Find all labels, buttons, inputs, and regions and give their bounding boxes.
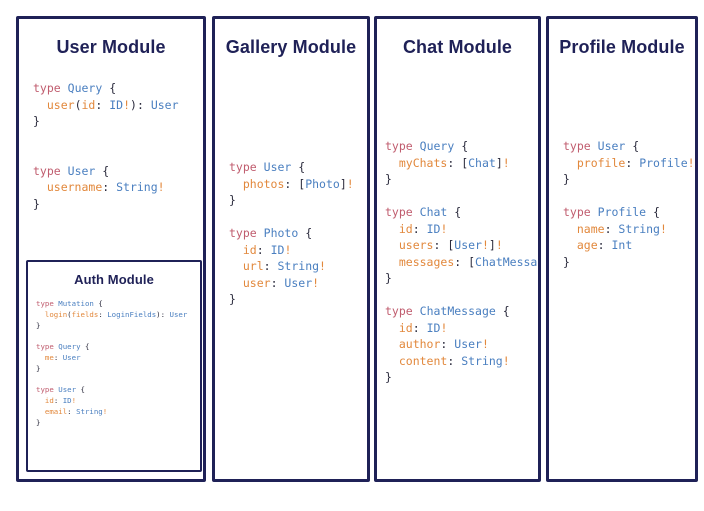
panel-gallery-module[interactable]: Gallery Module type User { photos: [Phot…	[212, 16, 370, 482]
code-block-chat-module: type Query { myChats: [Chat]! } type Cha…	[385, 139, 538, 384]
code-block-profile-module: type User { profile: Profile! } type Pro…	[563, 139, 695, 269]
panel-title-user-module: User Module	[56, 37, 166, 57]
panel-title-profile-module: Profile Module	[559, 37, 685, 57]
panel-title-chat-module: Chat Module	[402, 37, 513, 57]
panel-chat-module[interactable]: Chat Module type Query { myChats: [Chat]…	[374, 16, 541, 482]
panel-auth-module[interactable]: Auth Module type Mutation { login(fields…	[26, 260, 202, 472]
panel-title-gallery-module: Gallery Module	[225, 37, 357, 57]
code-block-user-module: type Query { user(id: ID!): User } type …	[33, 81, 179, 211]
code-block-gallery-module: type User { photos: [Photo]! } type Phot…	[229, 160, 354, 306]
panel-profile-module[interactable]: Profile Module type User { profile: Prof…	[546, 16, 698, 482]
panel-title-auth-module: Auth Module	[74, 272, 154, 287]
code-block-auth-module: type Mutation { login(fields: LoginField…	[36, 299, 188, 427]
panel-user-module[interactable]: User Module type Query { user(id: ID!): …	[16, 16, 206, 482]
